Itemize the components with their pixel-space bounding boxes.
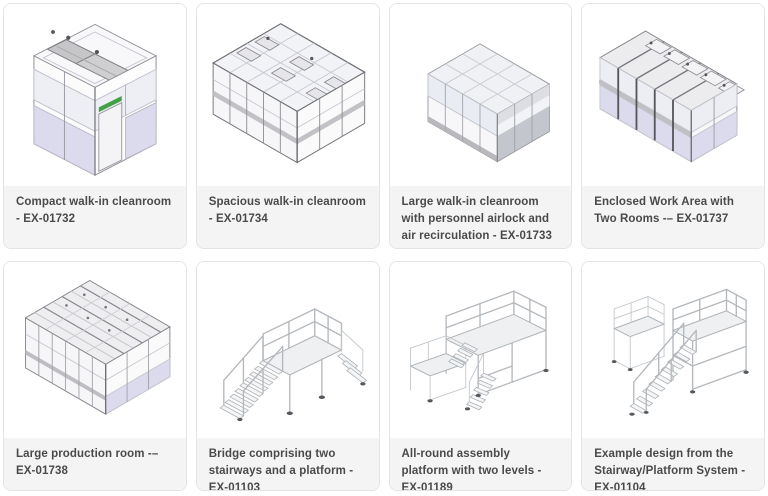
product-card-bridge[interactable]: Bridge comprising two stairways and a pl…	[195, 261, 380, 491]
cleanroom-isometric-icon	[211, 23, 366, 164]
product-card-spacious-cleanroom[interactable]: Spacious walk-in cleanroom - EX-01734	[195, 3, 380, 249]
product-title: Spacious walk-in cleanroom - EX-01734	[196, 186, 379, 248]
cleanroom-isometric-icon	[32, 23, 158, 176]
enclosed-work-area-illustration	[582, 4, 764, 186]
bridge-illustration	[196, 262, 379, 438]
product-title: Example design from the Stairway/Platfor…	[582, 438, 764, 490]
platform-isometric-icon	[219, 308, 367, 422]
assembly-platform-illustration	[389, 262, 572, 438]
product-card-large-production-room[interactable]: Large production room -– EX-01738	[3, 261, 187, 491]
cleanroom-isometric-icon	[24, 279, 171, 415]
product-card-assembly-platform[interactable]: All-round assembly platform with two lev…	[388, 261, 573, 491]
stairway-platform-illustration	[582, 262, 764, 438]
product-title: Enclosed Work Area with Two Rooms -– EX-…	[582, 186, 764, 248]
product-title: Large walk-in cleanroom with personnel a…	[389, 186, 572, 248]
product-card-large-cleanroom-airlock[interactable]: Large walk-in cleanroom with personnel a…	[388, 3, 573, 249]
platform-isometric-icon	[611, 288, 749, 416]
product-card-compact-cleanroom[interactable]: Compact walk-in cleanroom - EX-01732	[3, 3, 187, 249]
cleanroom-isometric-icon	[599, 30, 746, 163]
product-title: Large production room -– EX-01738	[4, 438, 186, 490]
product-card-enclosed-work-area[interactable]: Enclosed Work Area with Two Rooms -– EX-…	[581, 3, 765, 249]
spacious-cleanroom-illustration	[196, 4, 379, 186]
product-title: Compact walk-in cleanroom - EX-01732	[4, 186, 186, 248]
compact-cleanroom-illustration	[4, 4, 186, 186]
product-card-stairway-platform-example[interactable]: Example design from the Stairway/Platfor…	[581, 261, 765, 491]
product-title: Bridge comprising two stairways and a pl…	[196, 438, 379, 490]
large-production-room-illustration	[4, 262, 186, 438]
cleanroom-isometric-icon	[427, 43, 551, 163]
large-cleanroom-illustration	[389, 4, 572, 186]
product-title: All-round assembly platform with two lev…	[389, 438, 572, 490]
platform-isometric-icon	[409, 290, 550, 411]
